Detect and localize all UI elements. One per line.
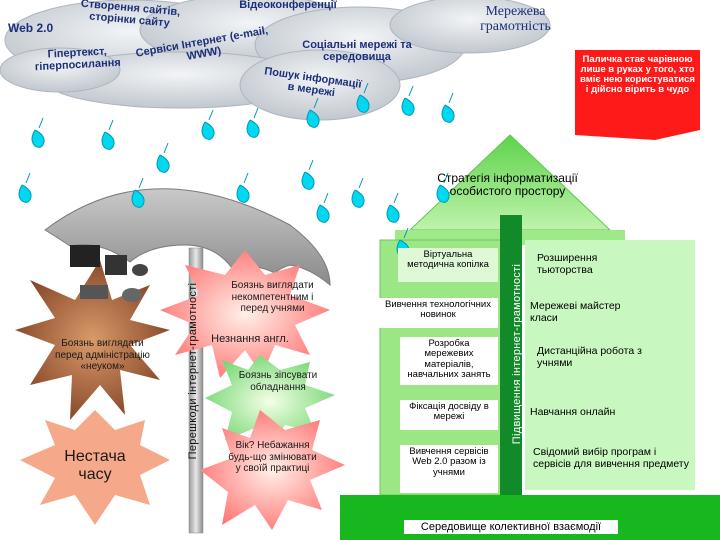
rain-drop xyxy=(19,173,31,202)
right-item: Навчання онлайн xyxy=(530,406,660,418)
right-item: Розширення тьюторства xyxy=(537,252,647,276)
tree-rung: Вивчення технологічних новинок xyxy=(378,298,498,328)
rain-drop xyxy=(202,110,214,139)
rain-drop xyxy=(387,193,399,222)
base-label: Середовище колективної взаємодії xyxy=(404,520,618,534)
tree-rung: Фіксація досвіду в мережі xyxy=(400,400,498,430)
rain-drop xyxy=(237,173,249,202)
rain-drop xyxy=(32,118,44,147)
cloud-video-conf: Відеоконференції xyxy=(218,0,358,12)
strategy-label: Стратегія інформатизації особистого прос… xyxy=(430,172,585,197)
rain-drop xyxy=(402,86,414,115)
rain-drop xyxy=(247,108,259,137)
tree-rung: Розробка мережевих матеріалів, навчальни… xyxy=(400,337,498,385)
rain-drop xyxy=(352,178,364,207)
fear-time: Нестача часу xyxy=(55,448,135,485)
rain-drop xyxy=(102,120,114,149)
right-item: Мережеві майстер класи xyxy=(530,300,640,324)
rain-drop xyxy=(442,93,454,122)
fear-incompetent: Боязнь виглядати некомпетентним і перед … xyxy=(220,280,325,315)
rain-drop xyxy=(157,143,169,172)
tree-rung: Вивчення сервісів Web 2.0 разом із учням… xyxy=(400,445,498,493)
rain-drop xyxy=(317,193,329,222)
cloud-social: Соціальні мережі та середовища xyxy=(292,40,422,63)
right-item: Дистанційна робота з учнями xyxy=(537,345,667,369)
base-bar: Середовище колективної взаємодії xyxy=(340,495,720,540)
barriers-label: Перешкоди інтернет-грамотності xyxy=(187,261,199,481)
right-item: Свідомий вибір програм і сервісів для ви… xyxy=(533,446,693,470)
fear-english: Незнання англ. xyxy=(200,333,300,346)
fear-equipment: Боязнь зіпсувати обладнання xyxy=(238,370,318,393)
rain-drop xyxy=(302,160,314,189)
fear-admin: Боязнь виглядати перед адміністрацію «не… xyxy=(55,338,150,373)
cloud-web20: Web 2.0 xyxy=(8,22,53,35)
fear-age: Вік? Небажання будь-що змінювати у своїй… xyxy=(225,440,320,475)
improvement-label: Підвищення інтернет-грамотності xyxy=(511,234,523,474)
tree-rung: Віртуальна методична копілка xyxy=(398,248,498,282)
network-literacy-title: Мережева грамотність xyxy=(458,5,573,34)
wand-note: Паличка стає чарівною лише в руках у тог… xyxy=(580,55,695,95)
